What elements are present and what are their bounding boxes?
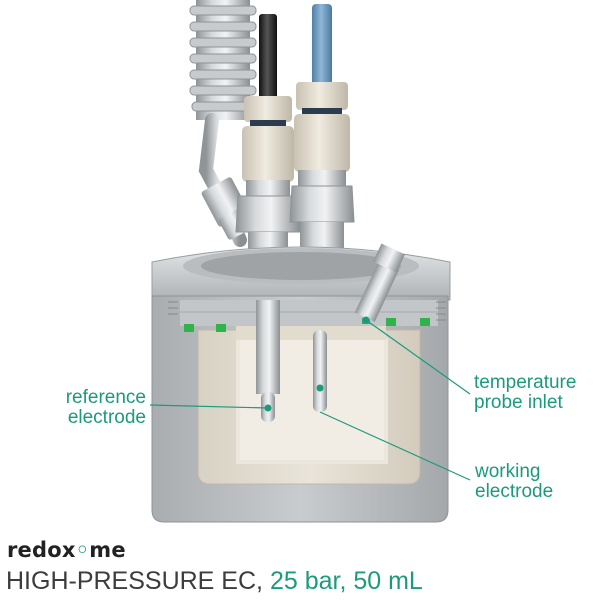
tagline-main: HIGH-PRESSURE EC, [6,567,263,595]
label-reference-electrode-line2: electrode [67,407,146,428]
working-electrode [313,330,327,412]
annotation-leaders [149,319,471,481]
label-reference-electrode-line1: reference [65,387,146,408]
tagline-pressure: 25 bar, [269,567,347,595]
brand-separator: ◦ [75,538,90,562]
label-temperature-probe-inlet: temperature probe inlet [474,373,576,413]
brand-name-part1: redox [7,538,76,562]
label-working-electrode: working electrode [475,462,553,502]
label-temperature-line2: probe inlet [474,392,563,413]
label-temperature-line1: temperature [474,372,577,393]
label-reference-electrode: reference electrode [54,388,146,428]
label-working-electrode-line1: working [475,461,541,482]
product-tagline: HIGH-PRESSURE EC, 25 bar, 50 mL [6,566,423,596]
brand-logo: redox◦me [7,538,126,562]
brand-name-part2: me [89,538,126,562]
ptfe-liner [197,326,421,485]
temperature-probe-inlet [354,243,406,322]
annotation-dots [264,316,370,412]
tagline-volume: 50 mL [353,567,423,595]
working-electrode-lead [289,4,355,264]
label-working-electrode-line2: electrode [475,481,554,502]
